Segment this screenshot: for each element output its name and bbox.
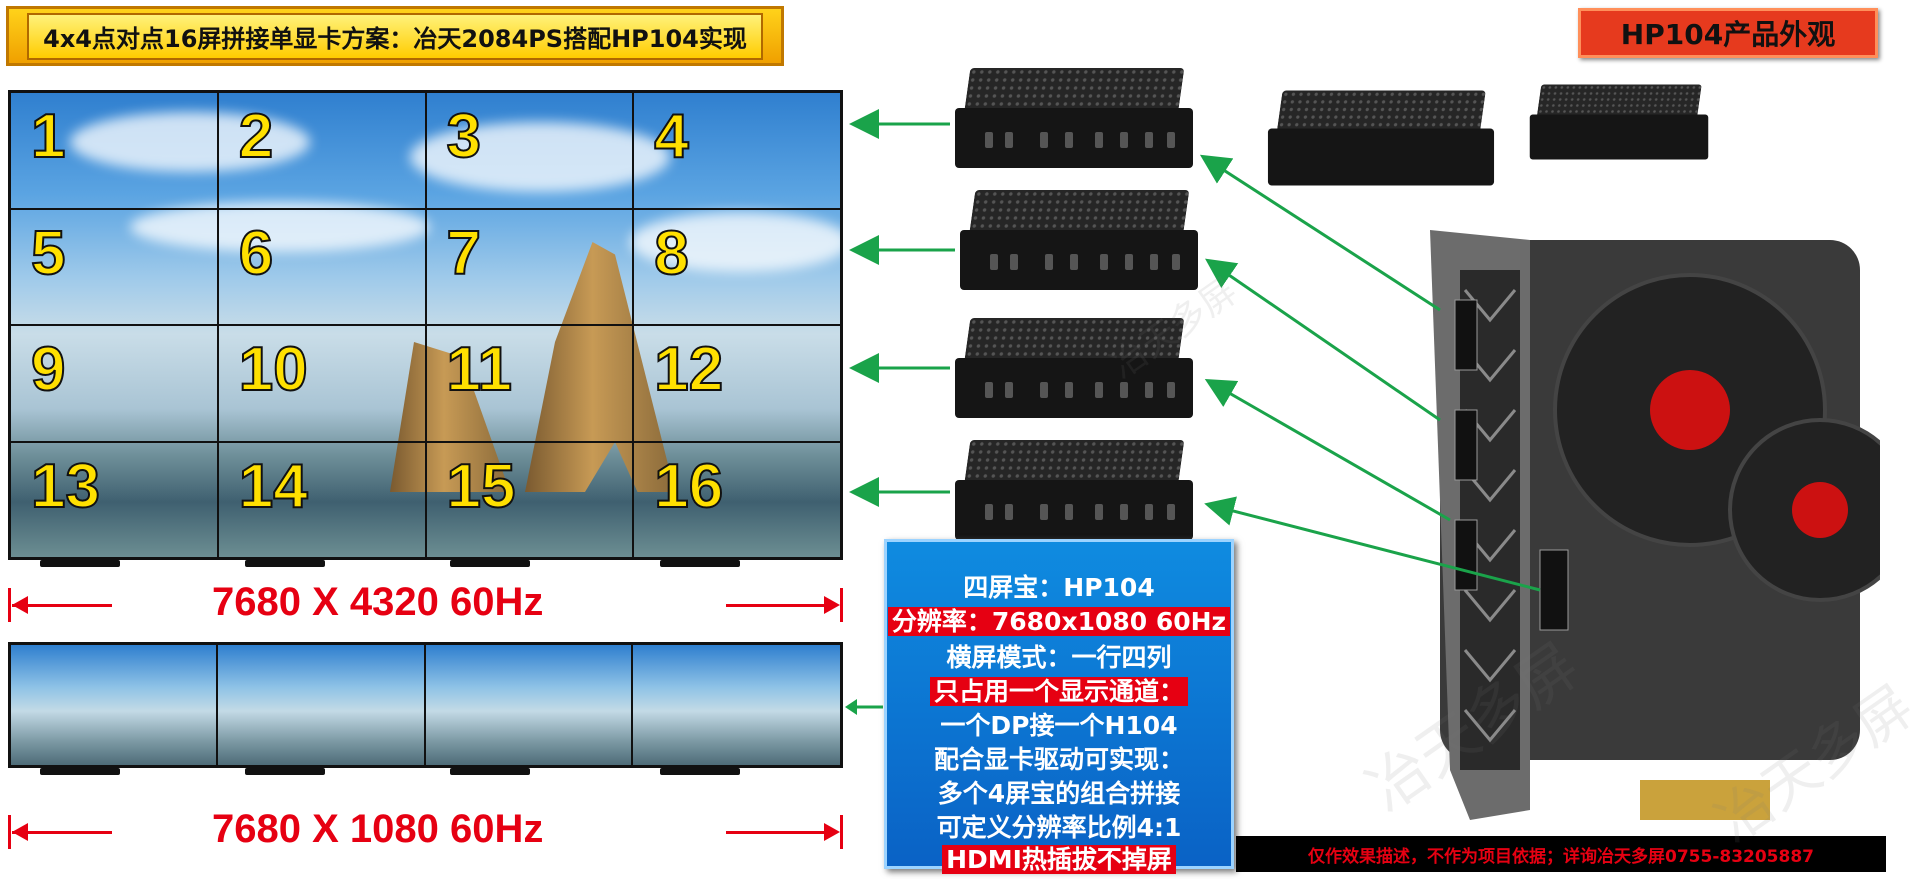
screen-number: 7 [445,218,482,289]
screen-number: 4 [653,101,690,172]
screen-number: 13 [30,451,101,522]
product-photo-box [1267,90,1495,186]
arrowhead-left [12,596,28,614]
screen-cell: 5 [10,208,218,325]
video-wall-1x4 [8,642,843,768]
spec-driver: 配合显卡驱动可实现： [933,745,1184,774]
spec-channel: 只占用一个显示通道： [887,672,1231,708]
dimension-tick [8,815,11,849]
resolution-4x4: 7680 X 4320 60Hz [212,580,544,624]
screen-cell: 4 [633,92,841,209]
video-wall-4x4: 1 2 3 4 5 6 7 8 9 10 11 12 13 14 15 16 [8,90,843,560]
tv-stand [450,560,530,567]
strip-screen [633,645,840,765]
spec-hotplug: HDMI热插拔不掉屏 [887,840,1231,876]
spec-name: 四屏宝：HP104 [963,573,1155,602]
arrowhead-right [824,596,840,614]
spec-combo: 多个4屏宝的组合拼接 [937,779,1181,808]
tv-stand [40,768,120,775]
tv-stand [245,560,325,567]
title-text: 4x4点对点16屏拼接单显卡方案：冶天2084PS搭配HP104实现 [27,12,763,60]
screen-number: 6 [238,218,275,289]
wall-grid: 1 2 3 4 5 6 7 8 9 10 11 12 13 14 15 16 [10,92,841,558]
strip-arrow [845,699,883,715]
screen-number: 3 [445,101,482,172]
screen-number: 2 [238,101,275,172]
screen-cell: 12 [633,325,841,442]
screen-cell: 2 [217,92,426,209]
title-banner: 4x4点对点16屏拼接单显卡方案：冶天2084PS搭配HP104实现 [6,6,784,66]
hp104-box [955,440,1193,540]
screen-cell: 7 [425,208,634,325]
hp104-box [955,318,1193,418]
dimension-tick [840,588,843,622]
arrowhead-right [824,823,840,841]
dimension-tick [8,588,11,622]
strip-screen [426,645,633,765]
dimension-arrow-right [726,604,826,607]
strip-screen [218,645,426,765]
tv-stand [40,560,120,567]
screen-cell: 9 [10,325,218,442]
spec-ratio: 可定义分辨率比例4:1 [936,813,1182,842]
screen-number: 9 [30,334,67,405]
screen-number: 11 [446,334,514,405]
spec-panel: 四屏宝：HP104 分辨率：7680x1080 60Hz 横屏模式：一行四列 只… [884,539,1234,874]
screen-cell: 1 [10,92,218,209]
arrowhead-left [12,823,28,841]
screen-cell: 10 [217,325,426,442]
dimension-tick [840,815,843,849]
screen-cell: 16 [633,441,841,558]
spec-mode: 横屏模式：一行四列 [946,643,1172,672]
strip-screen [11,645,219,765]
screen-cell: 14 [217,441,426,558]
hp104-box [960,190,1198,290]
screen-number: 8 [653,218,690,289]
screen-number: 5 [30,218,67,289]
resolution-1x4: 7680 X 1080 60Hz [212,807,544,851]
screen-number: 16 [653,451,724,522]
screen-cell: 13 [10,441,218,558]
screen-cell: 8 [633,208,841,325]
tv-stand [450,768,530,775]
screen-cell: 15 [425,441,634,558]
screen-number: 14 [238,451,309,522]
tv-stand [660,560,740,567]
screen-cell: 6 [217,208,426,325]
hp104-box [955,68,1193,168]
product-photo-box [1529,84,1709,160]
tv-stand [660,768,740,775]
screen-cell: 3 [425,92,634,209]
tv-stand [245,768,325,775]
graphics-card-image [1430,230,1880,820]
spec-connect: 一个DP接一个H104 [940,711,1178,740]
spec-resolution: 分辨率：7680x1080 60Hz [887,602,1231,638]
screen-number: 15 [446,451,517,522]
dimension-arrow-left [12,604,112,607]
screen-number: 10 [238,334,309,405]
screen-cell: 11 [425,325,634,442]
connection-arrows [849,109,1541,592]
screen-number: 12 [653,334,724,405]
disclaimer: 仅作效果描述，不作为项目依据；详询冶天多屏0755-83205887 [1236,836,1886,872]
screen-number: 1 [30,101,67,172]
product-title: HP104产品外观 [1578,8,1878,58]
dimension-arrow-right [726,831,826,834]
dimension-arrow-left [12,831,112,834]
